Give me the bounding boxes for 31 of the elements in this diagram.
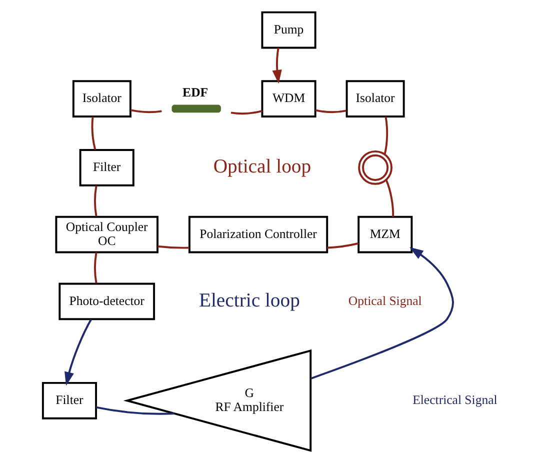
arrow [272,48,282,84]
legend-label: Electrical Signal [412,392,498,407]
node-box: Filter [42,382,98,420]
node-box: Isolator [72,80,132,118]
connector [96,406,174,415]
node-coil [358,150,392,185]
connector [384,116,388,154]
connector [315,109,346,114]
connector [91,116,96,150]
label: Optical loop [213,156,312,178]
node-box: Filter [79,148,134,186]
arrow [310,247,454,380]
connector [158,245,190,249]
node-box: Optical Coupler OC [55,216,158,254]
node-box: Polarization Controller [188,216,328,254]
node-label: EDF [182,85,208,100]
node-box: WDM [261,80,316,118]
connector [327,242,359,249]
connector [130,109,162,114]
connector [230,110,262,115]
node-box [172,104,221,113]
arrow [64,318,92,386]
node-box: Pump [261,11,316,49]
node-box: Isolator [346,80,405,118]
node-box: MZM [358,216,413,254]
connector [94,186,98,217]
connector [385,180,394,217]
label: Electric loop [198,289,300,312]
legend-label: Optical Signal [348,294,422,308]
node-box: Photo-detector [58,282,156,320]
connector [94,252,98,284]
